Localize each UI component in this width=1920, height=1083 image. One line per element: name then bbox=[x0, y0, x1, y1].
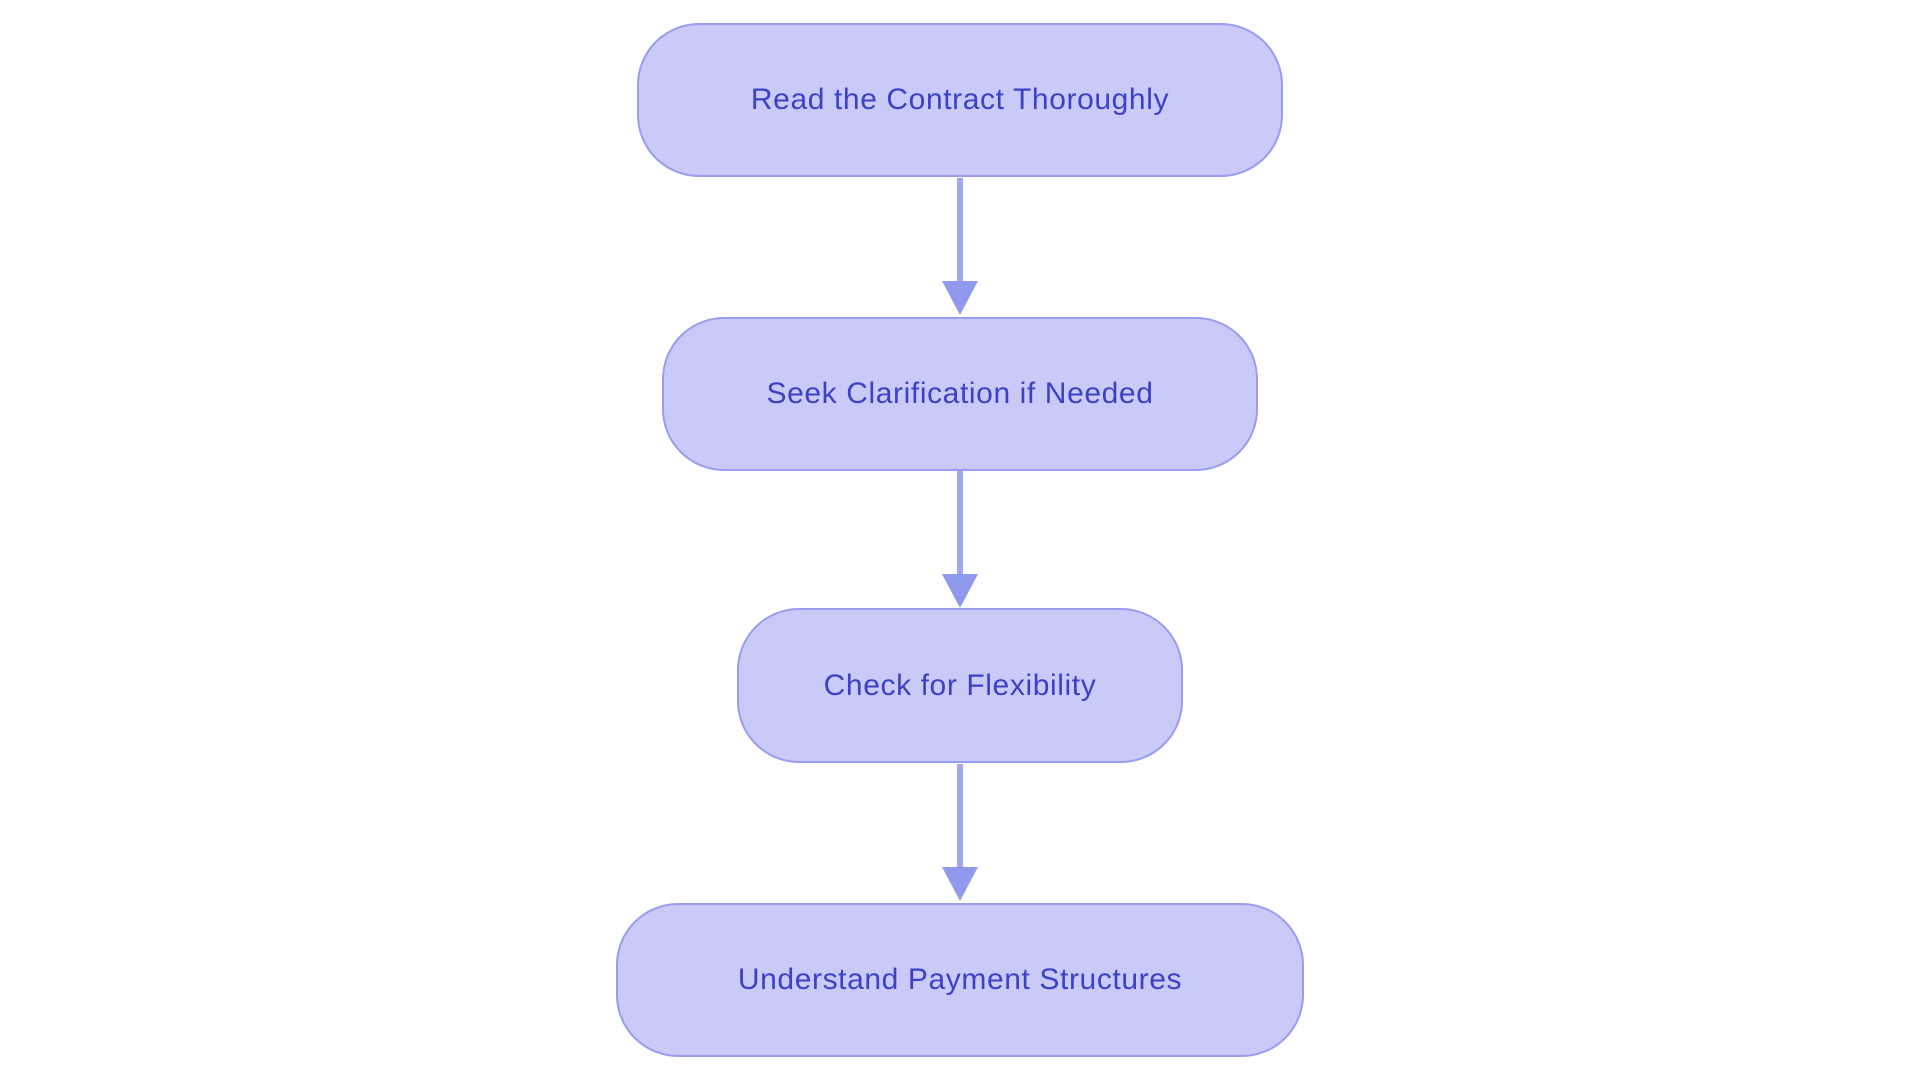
flow-node-understand-payment: Understand Payment Structures bbox=[616, 903, 1304, 1057]
flow-node-check-flexibility: Check for Flexibility bbox=[737, 608, 1183, 763]
arrow-down-icon bbox=[942, 574, 978, 608]
flow-node-read-contract: Read the Contract Thoroughly bbox=[637, 23, 1283, 177]
flow-node-seek-clarification: Seek Clarification if Needed bbox=[662, 317, 1258, 471]
arrow-shaft bbox=[957, 178, 963, 281]
flow-node-label: Read the Contract Thoroughly bbox=[750, 83, 1170, 116]
flow-arrow-3 bbox=[942, 764, 978, 901]
arrow-down-icon bbox=[942, 867, 978, 901]
flow-arrow-2 bbox=[942, 471, 978, 608]
flow-arrow-1 bbox=[942, 178, 978, 315]
flow-node-label: Seek Clarification if Needed bbox=[766, 377, 1154, 410]
arrow-shaft bbox=[957, 471, 963, 574]
arrow-shaft bbox=[957, 764, 963, 867]
arrow-down-icon bbox=[942, 281, 978, 315]
flow-node-label: Check for Flexibility bbox=[823, 668, 1097, 702]
flow-node-label: Understand Payment Structures bbox=[737, 963, 1183, 996]
